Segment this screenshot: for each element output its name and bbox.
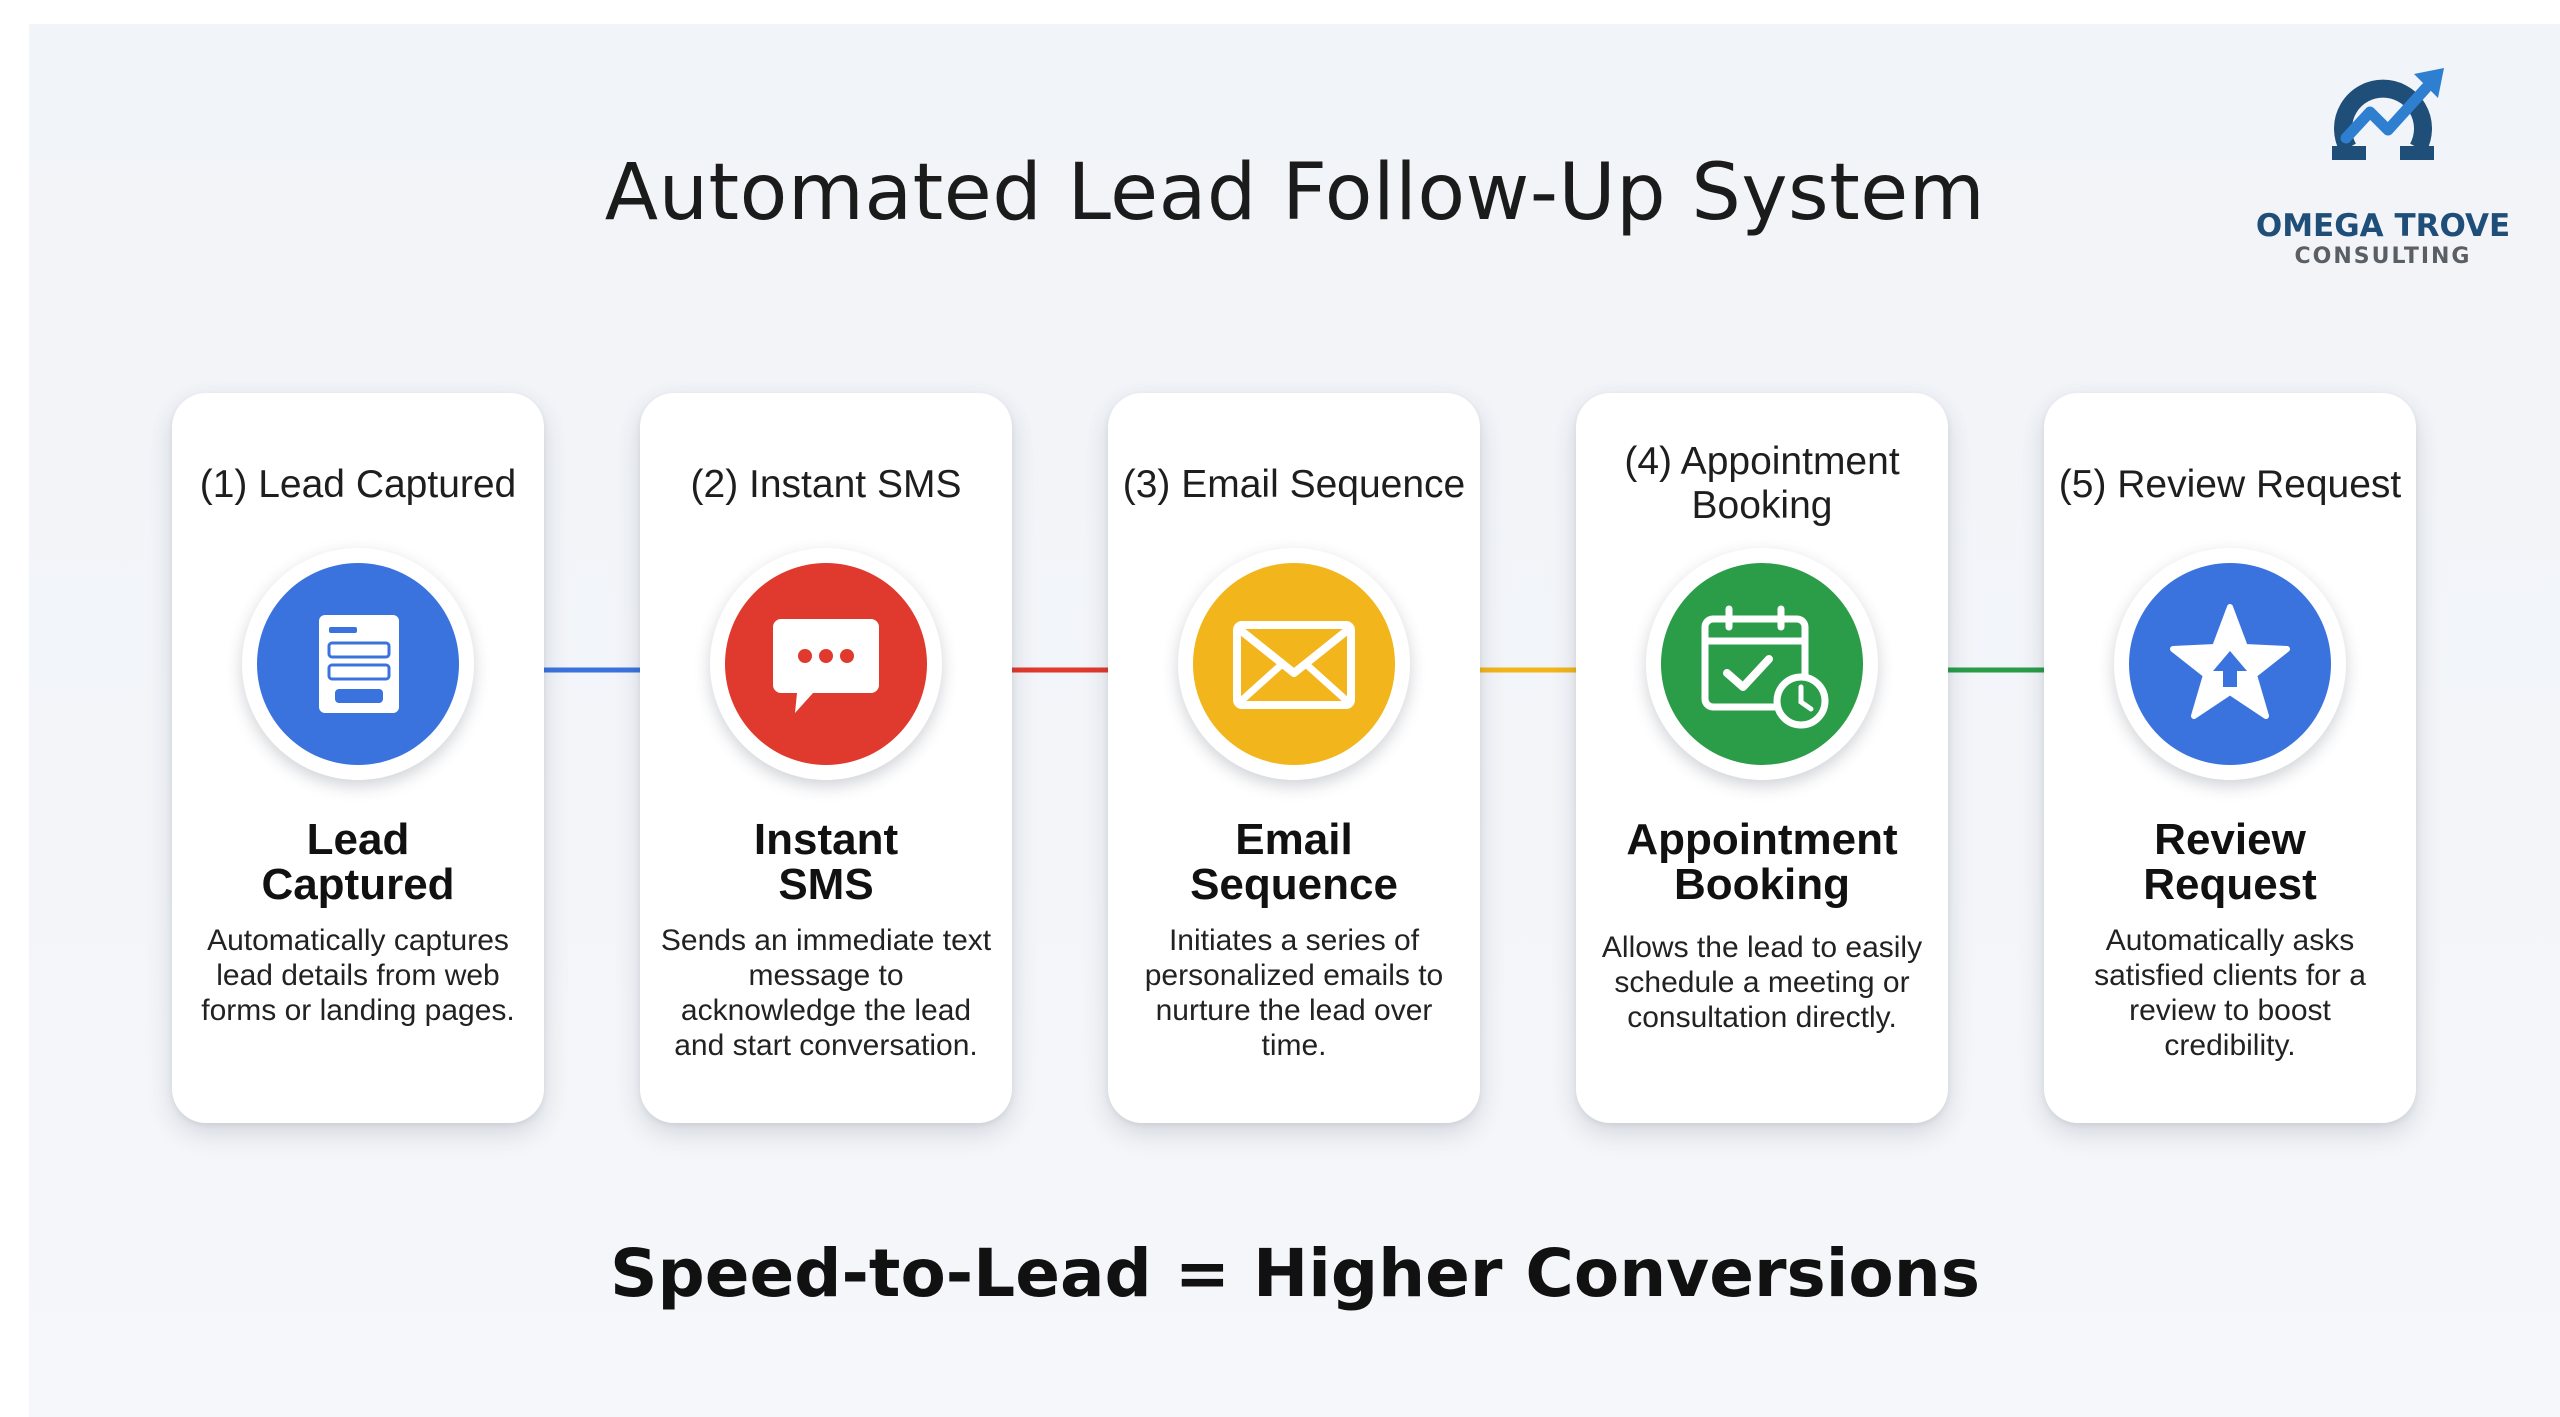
step-heading-line: Booking [1691,484,1833,527]
icon-circle [1661,563,1863,765]
tagline: Speed-to-Lead = Higher Conversions [609,1235,1981,1312]
company-logo: OMEGA TROVE CONSULTING [2238,60,2538,280]
step-card-email-sequence: (3) Email Sequence Email Sequence Initia… [1108,393,1480,1123]
step-card-lead-captured: (1) Lead Captured Lead Captured Automati… [172,393,544,1123]
icon-ring [1646,548,1878,780]
icon-ring [2114,548,2346,780]
icon-circle [1193,563,1395,765]
step-title-line: Captured [261,860,455,909]
step-heading: (3) Email Sequence [1122,463,1466,506]
omega-arrow-icon [2332,68,2444,160]
step-description: Automatically captures lead details from… [201,924,515,1027]
calendar-clock-icon [1701,605,1829,729]
page-title: Automated Lead Follow-Up System [604,148,1986,238]
step-title: Email Sequence [1108,817,1480,907]
icon-circle [257,563,459,765]
step-heading-line: (4) Appointment [1624,440,1900,483]
icon-circle [2129,563,2331,765]
step-title-line: Lead [306,815,410,864]
step-title: Lead Captured [172,817,544,907]
step-description: Automatically asks satisfied clients for… [2094,924,2366,1062]
icon-ring [242,548,474,780]
step-title: Review Request [2044,817,2416,907]
step-card-review-request: (5) Review Request Review Request Automa… [2044,393,2416,1123]
step-title-line: Email [1235,815,1353,864]
logo-company-subtitle: CONSULTING [2294,244,2472,269]
step-title-line: Instant [753,815,899,864]
step-description: Sends an immediate text message to ackno… [660,924,992,1062]
step-card-appointment-booking: (4) Appointment Booking Appointment Book… [1576,393,1948,1123]
step-title-line: Sequence [1190,860,1398,909]
step-heading: (5) Review Request [2058,463,2402,506]
step-title: Appointment Booking [1576,817,1948,907]
step-title-line: Appointment [1626,815,1898,864]
step-title-line: Booking [1674,860,1850,909]
step-description: Allows the lead to easily schedule a mee… [1601,931,1923,1034]
envelope-icon [1233,621,1355,709]
icon-circle [725,563,927,765]
icon-ring [710,548,942,780]
step-title-line: SMS [778,860,874,909]
form-icon [319,615,399,713]
logo-company-name: OMEGA TROVE [2255,208,2511,244]
step-heading: (1) Lead Captured [199,463,517,506]
step-heading: (2) Instant SMS [690,463,962,506]
step-title: Instant SMS [640,817,1012,907]
step-title-line: Review [2154,815,2306,864]
step-heading: (4) Appointment Booking [1576,440,1948,528]
step-title-line: Request [2143,860,2317,909]
step-card-instant-sms: (2) Instant SMS Instant SMS Sends an imm… [640,393,1012,1123]
icon-ring [1178,548,1410,780]
chat-bubble-icon [773,619,879,713]
star-icon [2170,604,2290,719]
step-description: Initiates a series of personalized email… [1144,924,1444,1062]
